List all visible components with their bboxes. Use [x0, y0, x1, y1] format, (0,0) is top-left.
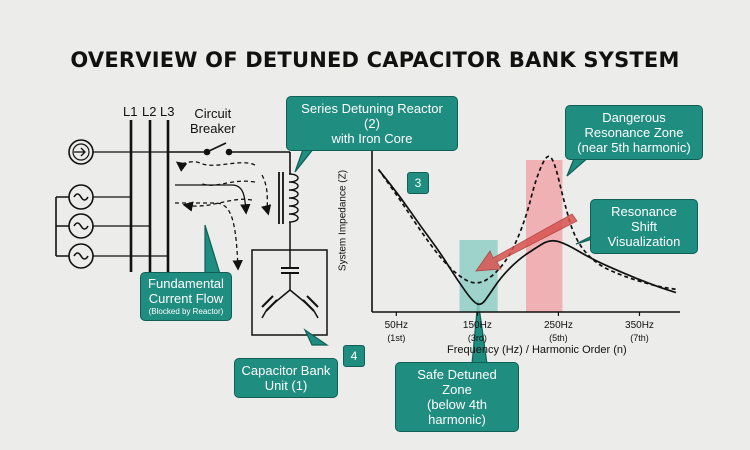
current-flow-arrows	[175, 161, 272, 271]
detuning-reactor	[278, 172, 299, 250]
x-tick-harmonic: (1st)	[387, 333, 406, 343]
callout-dangerous-zone: Dangerous Resonance Zone (near 5th harmo…	[565, 105, 703, 160]
x-tick-hz: 50Hz	[384, 320, 408, 331]
callout-fundamental-current: Fundamental Current Flow (Blocked by Rea…	[140, 272, 232, 321]
bus-label-l3: L3	[160, 104, 175, 119]
x-tick-hz: 250Hz	[543, 320, 573, 331]
x-tick-harmonic: (7th)	[630, 333, 649, 343]
callout-detuning-reactor: Series Detuning Reactor (2) with Iron Co…	[286, 96, 458, 151]
x-tick-hz: 350Hz	[625, 320, 654, 331]
y-axis-label: System Impedance (Z)	[337, 169, 349, 272]
x-tick-label-2: 250Hz (5th)	[533, 320, 583, 344]
resonance-shift-arrow	[475, 213, 578, 272]
series-dashed	[377, 155, 677, 291]
badge-4: 4	[343, 345, 365, 367]
x-tick-hz: 150Hz	[462, 320, 492, 331]
circuit-breaker	[168, 142, 291, 174]
breaker-label: Circuit Breaker	[190, 106, 236, 136]
x-tick-label-0: 50Hz (1st)	[371, 320, 421, 344]
callout-capacitor-bank: Capacitor Bank Unit (1)	[234, 358, 338, 398]
callout-safe-zone: Safe Detuned Zone (below 4th harmonic)	[395, 362, 519, 432]
bus-label-l2: L2	[142, 104, 157, 119]
page-title: OVERVIEW OF DETUNED CAPACITOR BANK SYSTE…	[70, 48, 680, 72]
x-tick-label-3: 350Hz (7th)	[614, 320, 664, 344]
callout-resonance-shift: Resonance Shift Visualization	[590, 199, 698, 254]
bus-bars	[129, 120, 170, 272]
x-tick-harmonic: (3rd)	[467, 333, 487, 343]
x-tick-harmonic: (5th)	[549, 333, 568, 343]
x-axis-label: Frequency (Hz) / Harmonic Order (n)	[447, 344, 627, 356]
badge-3: 3	[407, 172, 429, 194]
x-tick-label-1: 150Hz (3rd)	[452, 320, 502, 344]
capacitor-bank	[251, 249, 328, 336]
impedance-chart	[371, 148, 680, 316]
bus-label-l1: L1	[123, 104, 138, 119]
